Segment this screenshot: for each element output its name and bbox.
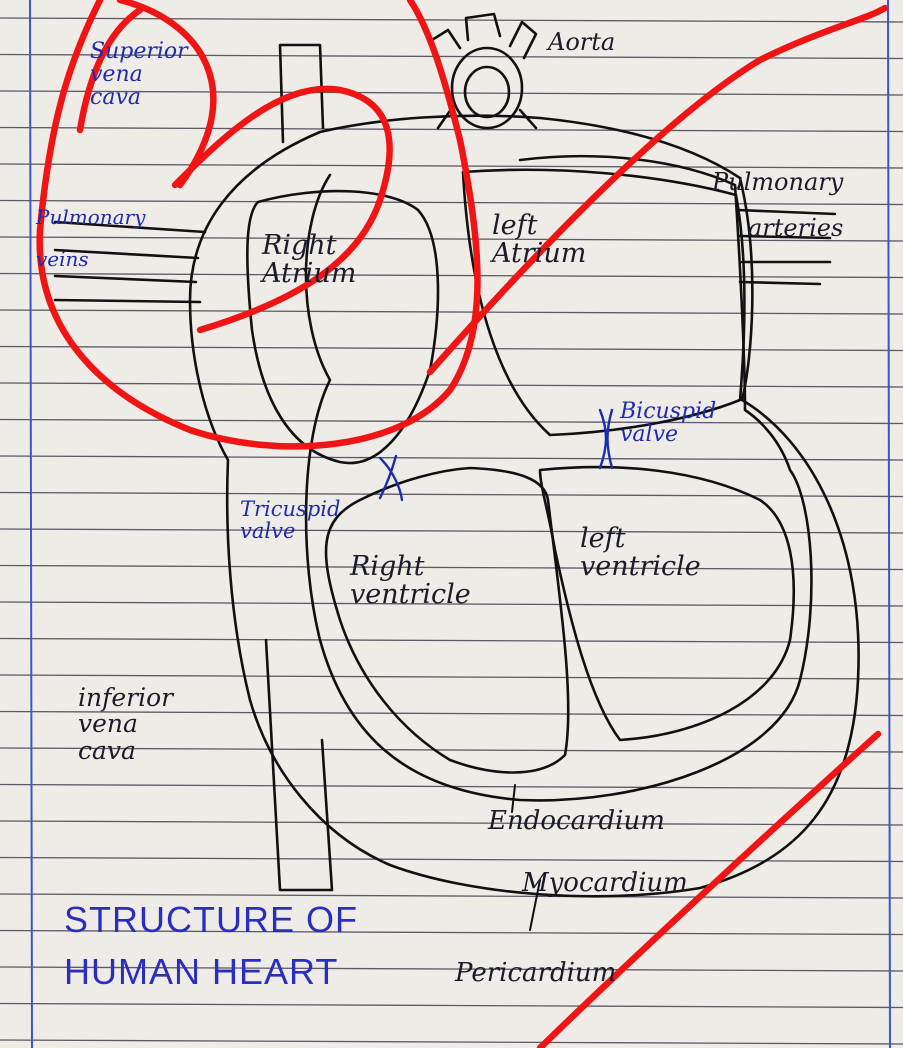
label-bicuspid-valve: Bicuspid valve <box>620 400 716 446</box>
inferior-vena-cava-shape <box>266 640 332 890</box>
label-left-atrium: left Atrium <box>492 212 586 269</box>
ruled-line <box>0 1004 903 1008</box>
ruled-line <box>0 894 903 898</box>
ruled-line <box>0 1040 903 1044</box>
tricuspid-valve-mark <box>380 456 402 500</box>
diagram-title-line-2: HUMAN HEART <box>64 952 338 992</box>
label-pulmonary-arteries: Pulmonary arteries <box>712 160 843 251</box>
ruled-line <box>0 128 903 132</box>
ruled-line <box>0 675 903 679</box>
label-aorta: Aorta <box>548 30 615 55</box>
label-left-ventricle: left ventricle <box>580 525 701 582</box>
label-pericardium: Pericardium <box>455 960 616 987</box>
ruled-line <box>0 639 903 643</box>
ruled-line <box>0 456 903 460</box>
label-endocardium: Endocardium <box>488 808 665 835</box>
label-tricuspid-valve: Tricuspid valve <box>240 498 340 542</box>
left-margin-line <box>30 0 32 1048</box>
right-margin-line <box>888 0 890 1048</box>
ruled-line <box>0 529 903 533</box>
ruled-line <box>0 18 903 22</box>
label-right-atrium: Right Atrium <box>262 232 356 289</box>
red-marker-strokes <box>40 0 885 1048</box>
diagram-title-line-1: STRUCTURE OF <box>64 900 358 940</box>
ruled-line <box>0 821 903 825</box>
left-ventricle-shape <box>540 467 794 740</box>
label-pulmonary-veins: Pulmonary veins <box>36 196 145 280</box>
label-right-ventricle: Right ventricle <box>350 553 471 610</box>
label-myocardium: Myocardium <box>522 870 688 897</box>
label-superior-vena-cava: Superior vena cava <box>90 40 188 109</box>
aorta-shape <box>432 14 536 128</box>
ruled-line <box>0 493 903 497</box>
label-inferior-vena-cava: inferior vena cava <box>78 685 173 764</box>
ruled-line <box>0 310 903 314</box>
